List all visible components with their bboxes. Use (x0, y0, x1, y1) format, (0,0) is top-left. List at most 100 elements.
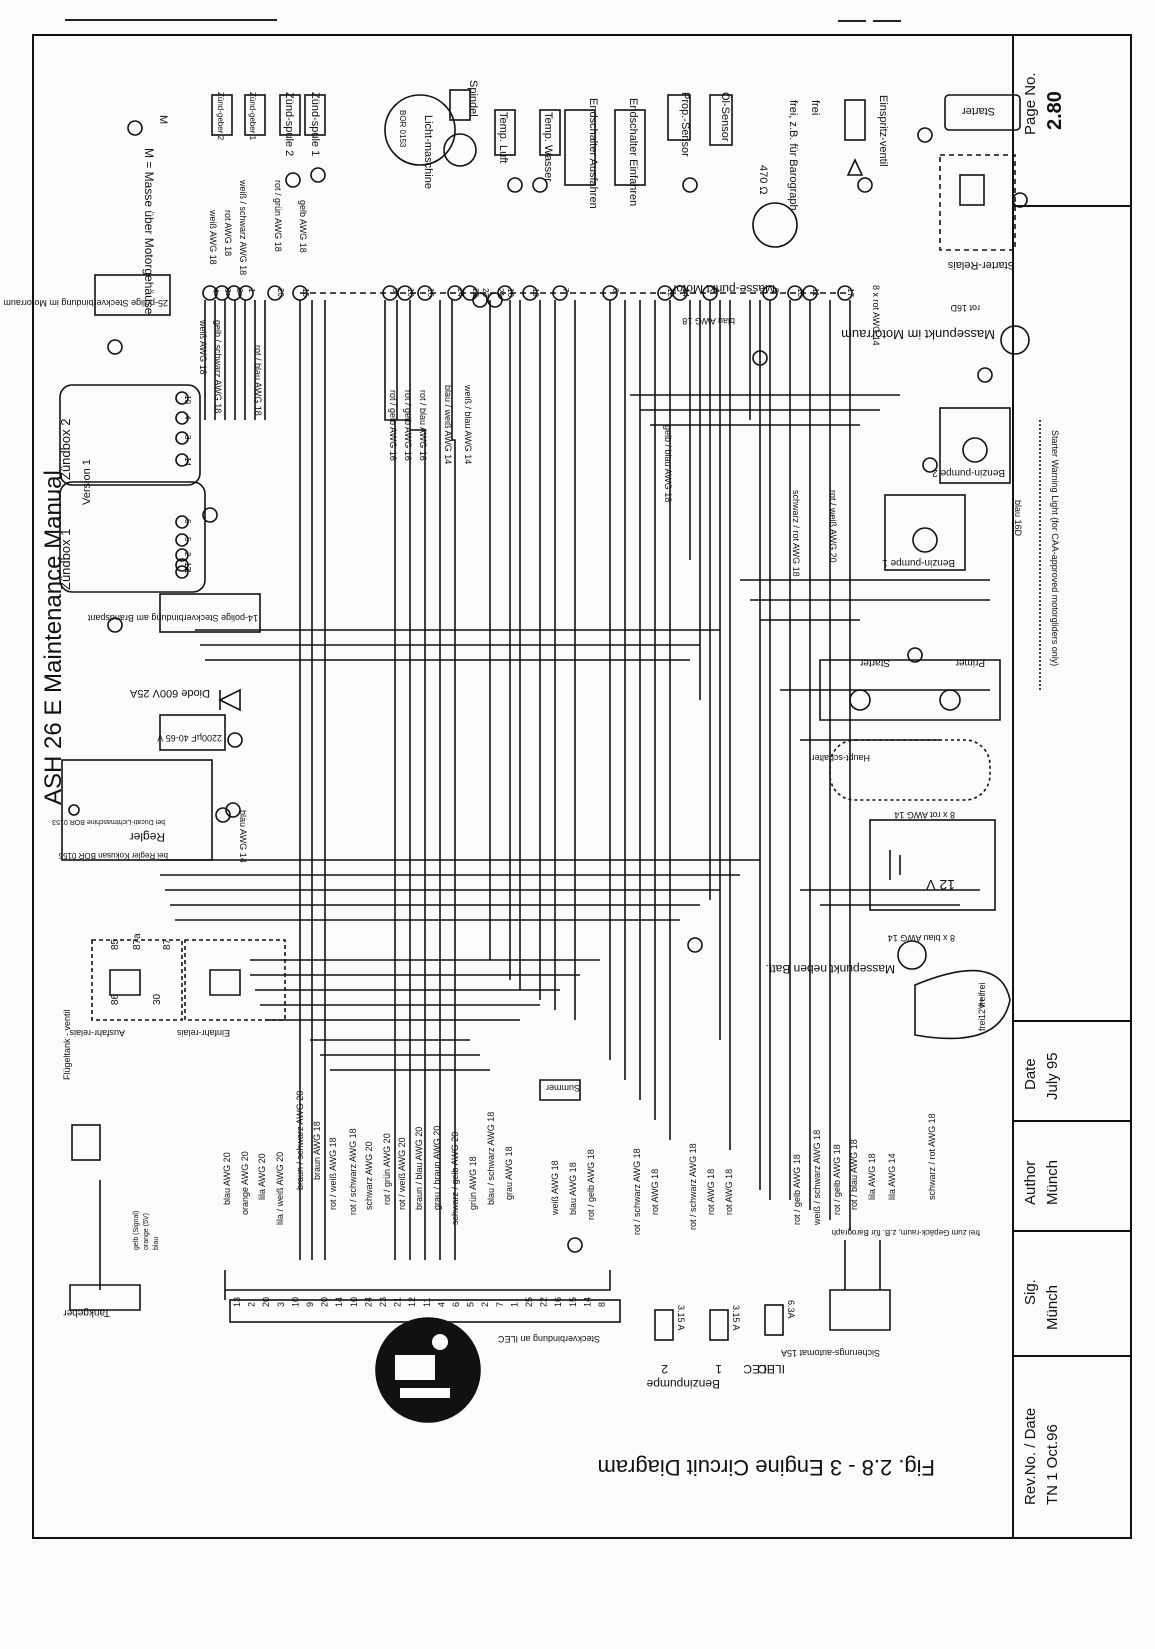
fuse-1 (654, 1309, 674, 1341)
starter-motor-box (944, 94, 1021, 131)
label-benzinpumpe-fuse: Benzinpumpe (646, 1377, 720, 1391)
zuendbox-pin-number: 6 (183, 519, 192, 524)
ilec-pin-number: 20 (261, 1297, 271, 1307)
connector-pin-number: 13 (796, 288, 805, 297)
label-version: Version 1 (81, 459, 93, 505)
wire-label: rot / gelb AWG 16 (388, 390, 398, 461)
ilec-pin-number: 23 (378, 1297, 388, 1307)
fuse-label-1: 2 (661, 1362, 668, 1376)
ilec-pin-number: 11 (422, 1298, 432, 1307)
label-stecker-14: 14-polige Steckverbindung am Brandspant (87, 613, 258, 623)
label-masse-motor-symbol: M (157, 115, 169, 124)
label-lichtmaschine-sub: BOR 0153 (398, 110, 407, 148)
masse-punkt-motor-circle (752, 202, 798, 248)
label-starter-warning: Starter Warning Light (for CAA-approved … (1050, 430, 1060, 666)
ilec-pin-number: 5 (466, 1302, 476, 1307)
connector-pin-number: 7 (561, 288, 570, 293)
label-massepunkt-motorraum: Massepunkt im Motorraum (841, 327, 995, 342)
bottom-wire-label: rot AWG 18 (706, 1169, 716, 1215)
ilec-pin-number: 8 (597, 1302, 607, 1307)
wire-label: weiß / schwarz AWG 18 (238, 179, 248, 275)
ilec-pin-strip (229, 1299, 621, 1323)
bottom-wire-label: weiß AWG 18 (550, 1160, 560, 1216)
zuendbox-pin-number: 2 (183, 552, 192, 557)
benzinpumpe-1-box (884, 494, 966, 571)
wire-label: gelb / schwarz AWG 18 (213, 320, 223, 413)
bottom-wire-label: rot / schwarz AWG 18 (632, 1148, 642, 1235)
label-einfahr-relais: Einfahr-relais (176, 1028, 230, 1038)
label-hauptschalter: Haupt-schalter (811, 753, 870, 763)
label-capacitor: 2200µF 40-65 V (157, 733, 222, 743)
connector-pin-number: 17 (846, 288, 855, 297)
top-rule-left (65, 19, 277, 21)
bottom-wire-label: rot AWG 18 (650, 1169, 660, 1215)
ilec-pin-number: 16 (553, 1297, 563, 1307)
ausfahr-relais-box (91, 939, 183, 1021)
spindel-circle (443, 133, 477, 167)
ilec-connector-wires (224, 1270, 611, 1300)
label-regler-sub: bei Ducati-Lichtmaschine BOR 0153 (52, 818, 165, 825)
bottom-wire-label: rot / gelb AWG 18 (792, 1154, 802, 1225)
label-resistor: 470 Ω (757, 165, 769, 195)
label-masse-punkt-motor: Masse-punkt Motor (672, 282, 775, 296)
bottom-wire-label: schwarz / gelb AWG 20 (450, 1132, 460, 1225)
bottom-wire-label: blau / schwarz AWG 18 (486, 1112, 496, 1205)
ilec-pin-number: 6 (451, 1302, 461, 1307)
wire-label: 8 x rot AWG 14 (871, 285, 881, 346)
ilec-pin-number: 24 (363, 1297, 373, 1307)
zuendbox-pin-number: 14 (183, 457, 192, 466)
bottom-wire-label: lila / weiß AWG 20 (275, 1152, 285, 1225)
label-ilec-stecker: Steckverbindung an ILEC (497, 1334, 600, 1344)
label-temp-wasser: Temp. Wasser (542, 112, 554, 182)
label-temp-luft: Temp. Luft (497, 112, 509, 163)
label-rot-16: rot 16D (950, 303, 980, 313)
connector-pin-number: 1 (247, 288, 256, 293)
fuse-label-2: 1 (715, 1362, 722, 1376)
label-kokusan: bei Regler Kokusan BOR 0155 (58, 851, 168, 860)
ilec-pin-number: 9 (305, 1302, 315, 1307)
bottom-wire-label: rot / gelb AWG 18 (832, 1144, 842, 1215)
relay-pin-number: 85 (110, 938, 121, 950)
hauptschalter-box (829, 739, 991, 801)
tankgeber-wire-label: orange (5V) (143, 1213, 150, 1250)
bottom-wire-label: rot / schwarz AWG 18 (688, 1143, 698, 1230)
ilec-pin-number: 13 (232, 1297, 242, 1307)
label-blau-16: blau 16D (1013, 500, 1023, 537)
bottom-wire-label: rot / weiß AWG 18 (328, 1137, 338, 1210)
title-block-divider-3 (1012, 1120, 1132, 1122)
ilec-pin-number: 2 (480, 1302, 490, 1307)
title-block-divider-5 (1012, 1355, 1132, 1357)
bottom-wire-label: braun / schwarz AWG 20 (295, 1091, 305, 1190)
tankventil-box (71, 1124, 101, 1161)
label-spindel: Spindel (467, 80, 479, 117)
bottom-wire-label: blau AWG 20 (222, 1152, 232, 1205)
fuse-panel-label: frei (977, 982, 987, 995)
title-block-divider-2 (1012, 1020, 1132, 1022)
connector-pin-number: 12 (666, 288, 675, 297)
stecker-14-box (159, 593, 261, 633)
connector-pin-number: 9 (771, 288, 780, 293)
capacitor-box (159, 714, 226, 751)
relay-pin-number: 87 (162, 938, 173, 950)
ilec-pin-number: 15 (568, 1297, 578, 1307)
label-einspritzventil: Einspritz-ventil (877, 95, 889, 167)
ground-symbols (107, 120, 1028, 1253)
fuse-value-3: 6.3A (786, 1300, 796, 1319)
bottom-wire-label: rot / blau AWG 18 (849, 1139, 859, 1210)
label-regler: Regler (130, 830, 165, 844)
connector-pin-number: 11 (811, 288, 820, 297)
label-zuendgeber-1: Zünd-geber 1 (248, 92, 257, 141)
wire-label: rot AWG 18 (223, 210, 233, 256)
benzinpumpe-2-box (939, 407, 1011, 484)
label-ilec: ILEC (743, 1362, 770, 1376)
ilec-pin-number: 4 (436, 1302, 446, 1307)
label-zuendbox-1: Zündbox 1 (58, 529, 73, 590)
endschalter-ausfahren-box (564, 109, 596, 186)
label-massepunkt-batt: Massepunkt neben Batt. (766, 962, 895, 976)
label-tankgeber: Tankgeber (63, 1307, 110, 1318)
ilec-pin-number: 12 (407, 1297, 417, 1307)
summer-symbol (539, 1079, 581, 1101)
title-block (1012, 34, 1132, 1539)
